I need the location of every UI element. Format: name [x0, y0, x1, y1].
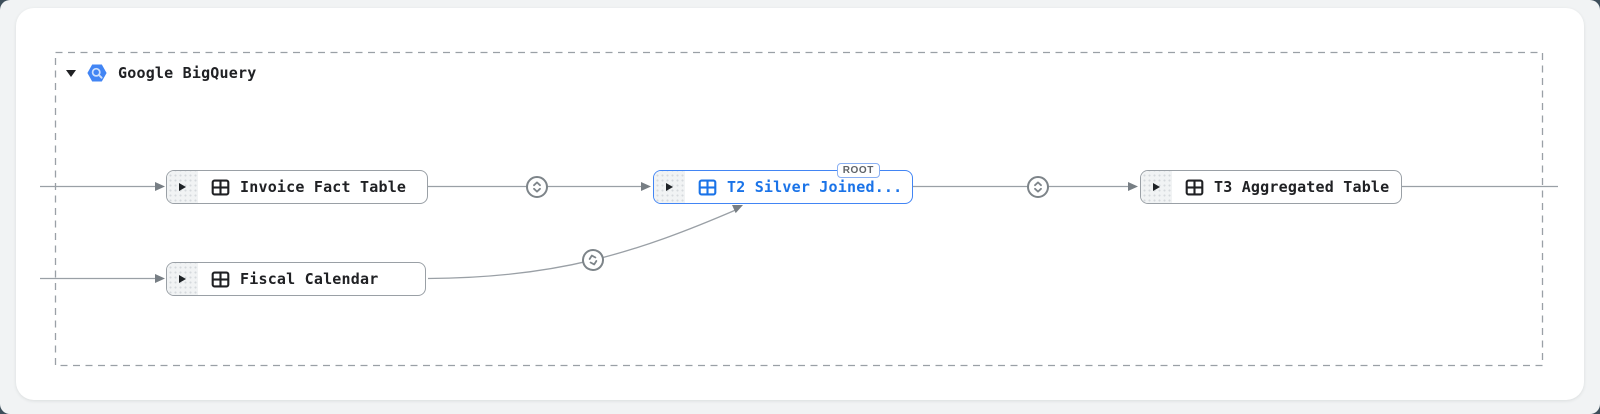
- arrowhead: [1128, 182, 1138, 191]
- arrowhead: [732, 204, 743, 214]
- node-t2-silver-joined[interactable]: ROOT T2 Silver Joined...: [653, 162, 913, 204]
- arrowhead: [155, 274, 165, 283]
- lineage-edges: [40, 51, 1558, 367]
- node-t3-aggregated-table[interactable]: T3 Aggregated Table: [1140, 170, 1402, 204]
- node-label: Invoice Fact Table: [240, 178, 407, 196]
- table-icon: [698, 178, 717, 197]
- table-icon: [1185, 178, 1204, 197]
- group-dashed-border: [54, 51, 1544, 367]
- node-invoice-fact-table[interactable]: Invoice Fact Table: [166, 170, 428, 204]
- expand-node-button[interactable]: [654, 171, 685, 203]
- arrowhead: [155, 182, 165, 191]
- bigquery-icon: [87, 64, 107, 82]
- expand-node-button[interactable]: [167, 171, 198, 203]
- node-fiscal-calendar[interactable]: Fiscal Calendar: [166, 262, 426, 296]
- caret-right-icon: [1153, 183, 1160, 191]
- unfold-edge-icon[interactable]: [526, 175, 548, 198]
- bigquery-group: Google BigQuery: [55, 52, 1542, 365]
- root-badge: ROOT: [836, 162, 880, 178]
- group-header: Google BigQuery: [66, 62, 256, 84]
- caret-right-icon: [179, 275, 186, 283]
- lineage-canvas[interactable]: Google BigQuery Invoice Fact Table: [16, 8, 1584, 400]
- expand-node-button[interactable]: [167, 263, 198, 295]
- collapse-caret-icon[interactable]: [66, 69, 76, 77]
- node-label: Fiscal Calendar: [240, 270, 379, 288]
- arrowhead: [641, 182, 651, 191]
- table-icon: [211, 270, 230, 289]
- caret-right-icon: [179, 183, 186, 191]
- node-label: T2 Silver Joined...: [727, 178, 903, 196]
- caret-right-icon: [666, 183, 673, 191]
- group-title: Google BigQuery: [118, 64, 257, 82]
- node-label: T3 Aggregated Table: [1214, 178, 1390, 196]
- expand-node-button[interactable]: [1141, 171, 1172, 203]
- unfold-edge-icon[interactable]: [579, 246, 607, 274]
- unfold-edge-icon[interactable]: [1027, 175, 1049, 198]
- table-icon: [211, 178, 230, 197]
